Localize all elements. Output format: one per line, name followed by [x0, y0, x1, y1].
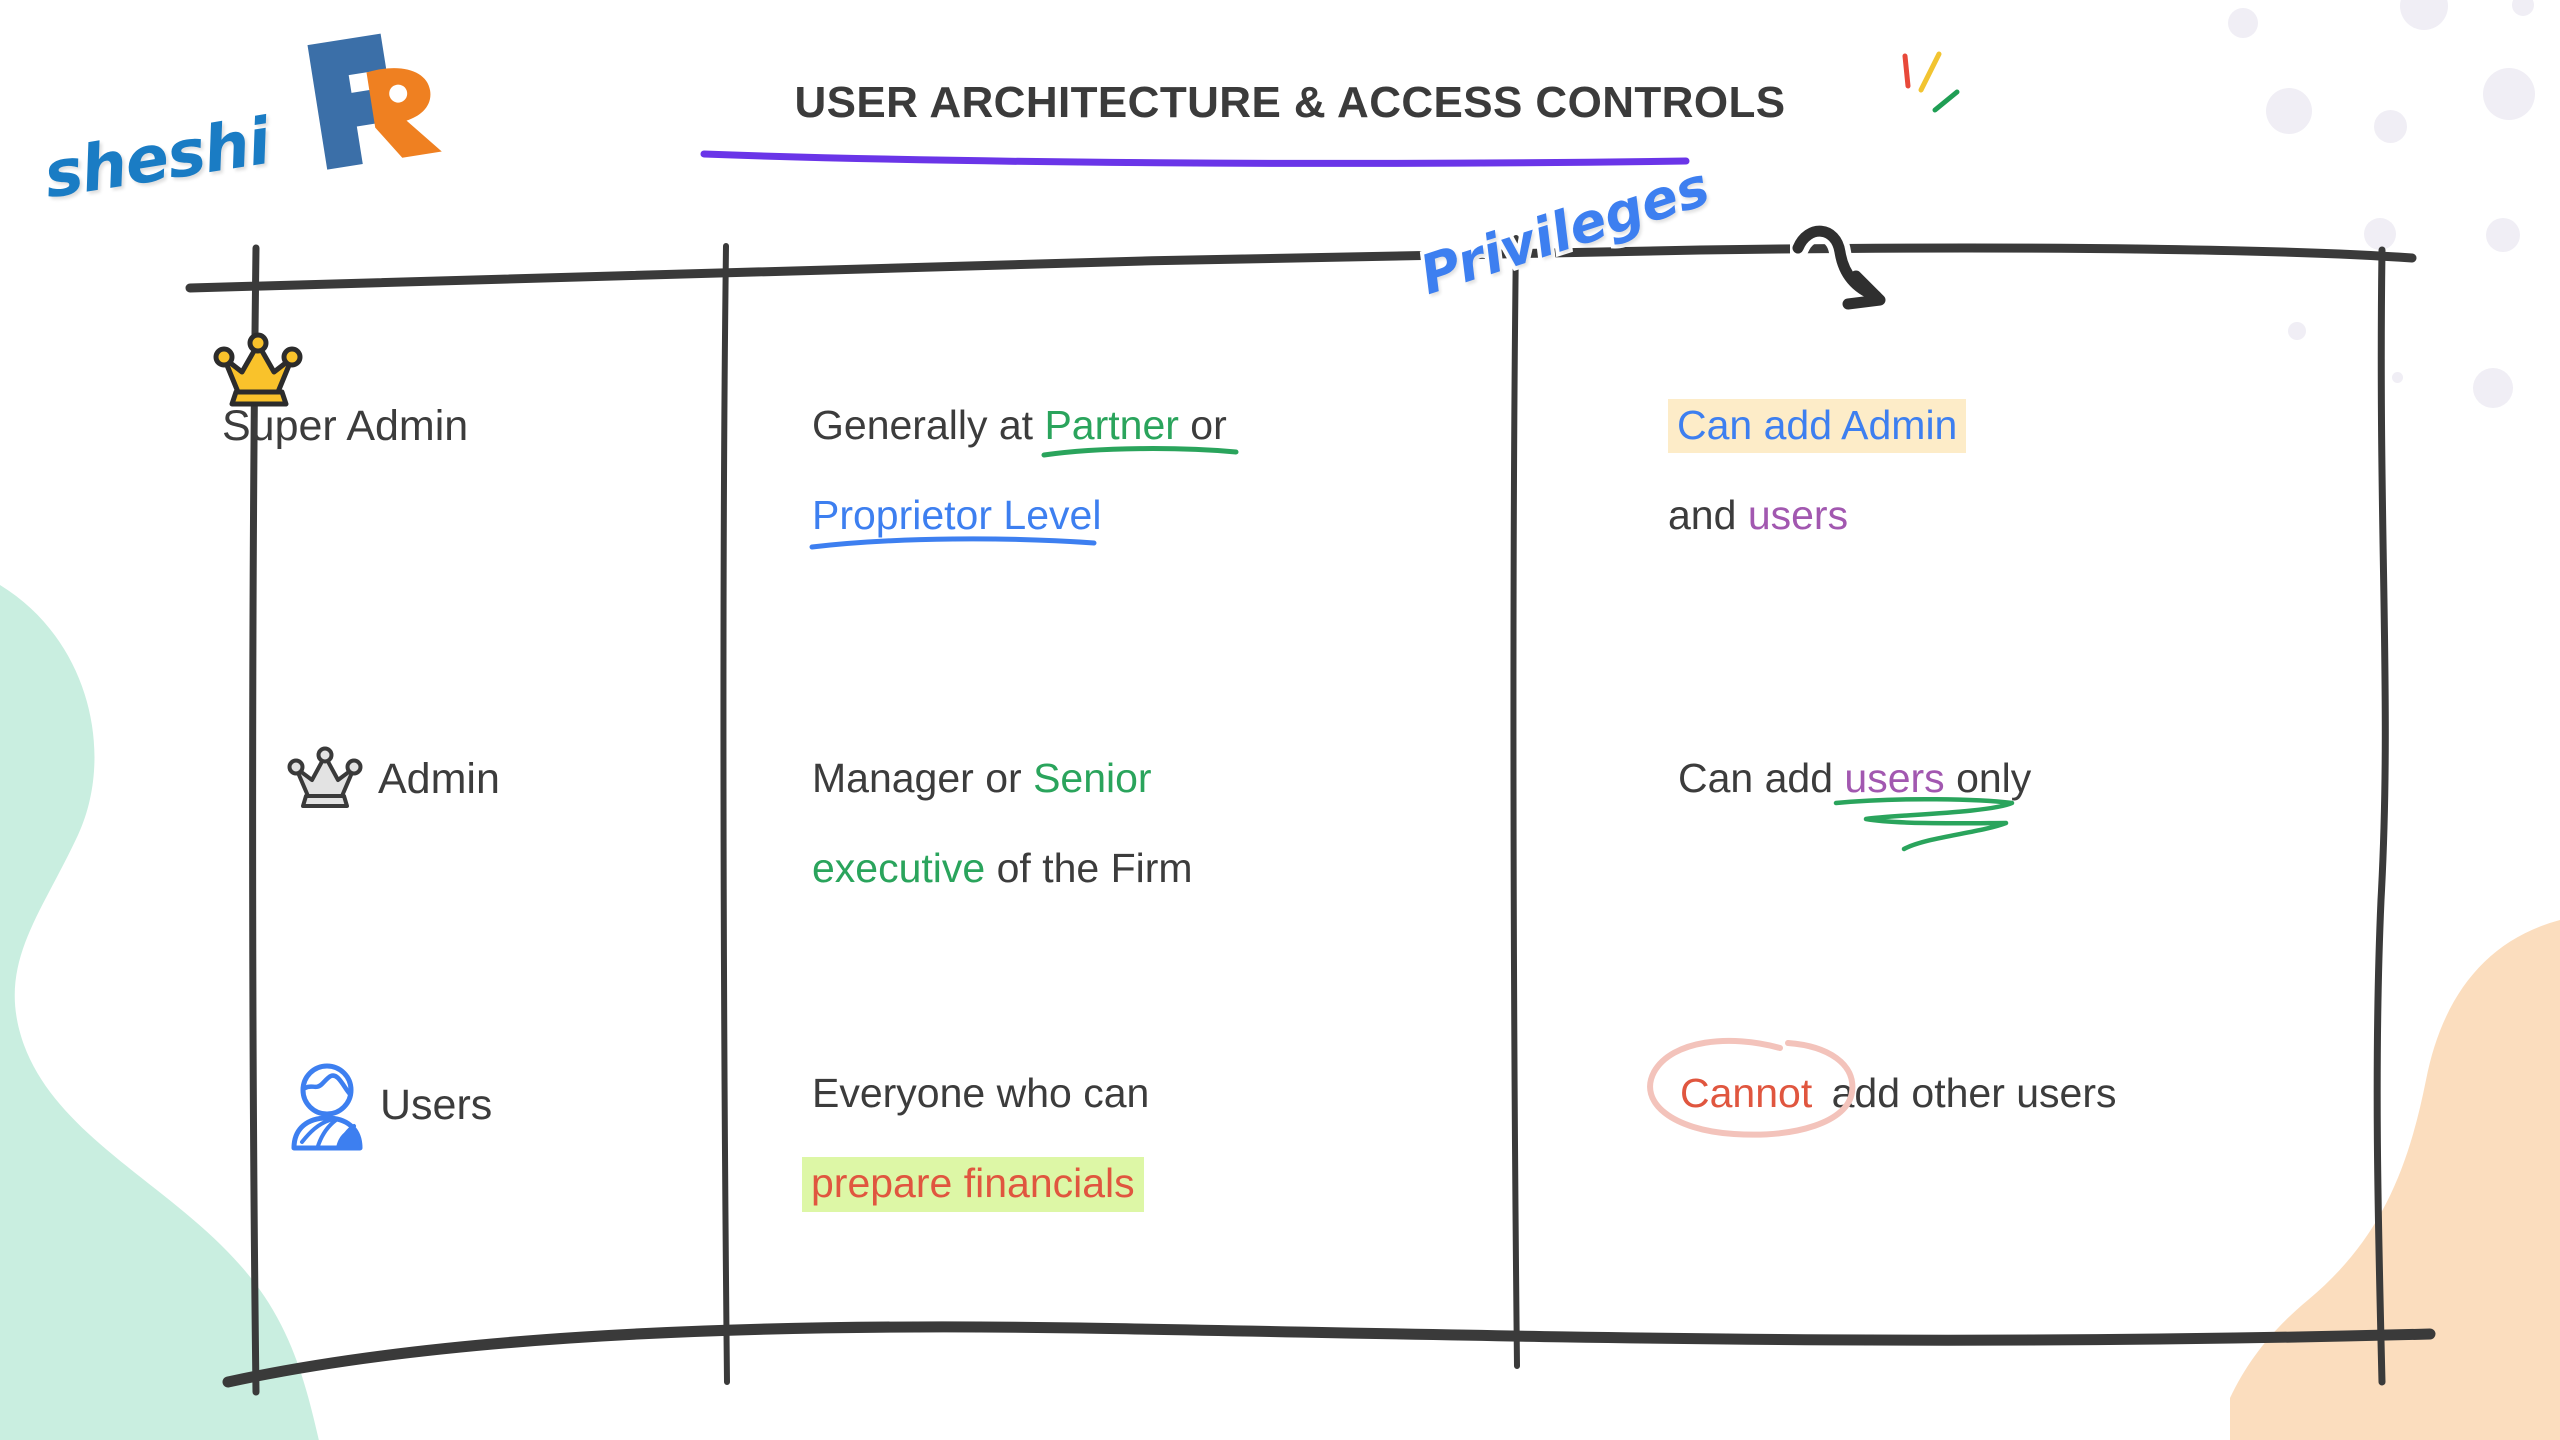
- privileges-annotation-label: Privileges: [1409, 151, 1721, 311]
- decor-dot: [2486, 218, 2520, 252]
- privileges-line-2: and users: [1668, 492, 1849, 539]
- silver-crown-icon: [287, 746, 363, 808]
- privileges-admin: Can add users only: [1678, 745, 2378, 852]
- description-line-2: Proprietor Level: [809, 482, 1472, 550]
- role-name-users: Users: [380, 1081, 493, 1130]
- decor-dot: [2288, 322, 2306, 340]
- decor-dot: [2392, 372, 2403, 383]
- privileges-line-1: Cannot add other users: [1647, 1037, 2432, 1138]
- role-name-super-admin: Super Admin: [222, 402, 469, 450]
- table-row: Users: [288, 1060, 728, 1152]
- description-line-2: prepare financials: [802, 1150, 1432, 1216]
- description-admin: Manager or Senior executive of the Firm: [812, 745, 1492, 902]
- scribble-underline-users: [1834, 796, 2015, 852]
- gold-crown-icon: [213, 332, 303, 407]
- decor-dot: [2400, 0, 2448, 30]
- page-title: USER ARCHITECTURE & ACCESS CONTROLS: [794, 78, 1786, 127]
- title-underline: [700, 150, 1690, 167]
- description-line-1: Manager or Senior: [812, 755, 1152, 801]
- description-super-admin: Generally at Partner or Proprietor Level: [809, 392, 1472, 550]
- privileges-super-admin: Can add Admin and users: [1668, 392, 2348, 549]
- description-line-1: Everyone who can: [812, 1070, 1150, 1116]
- description-users: Everyone who can prepare financials: [802, 1060, 1432, 1217]
- privileges-users: Cannot add other users: [1647, 1037, 2432, 1138]
- decor-dot: [2266, 88, 2312, 134]
- role-name-admin: Admin: [378, 755, 500, 803]
- decor-dot: [2473, 368, 2513, 408]
- table-row: Admin: [286, 745, 706, 815]
- title-block: USER ARCHITECTURE & ACCESS CONTROLS: [640, 78, 1940, 128]
- decor-dot: [2228, 8, 2258, 38]
- decor-dot: [2483, 68, 2535, 120]
- table-row: Super Admin: [213, 332, 702, 462]
- decor-dot: [2512, 0, 2534, 16]
- brand-logo-mark-fr-icon: [299, 25, 450, 178]
- brand-logo: sheshi: [17, 0, 473, 262]
- privileges-line-1: Can add Admin: [1668, 392, 2348, 458]
- decor-dot: [2374, 110, 2407, 143]
- curved-arrow-icon: [1790, 220, 1893, 317]
- teal-blob-shape: [0, 585, 319, 1440]
- description-line-2: executive of the Firm: [812, 845, 1193, 892]
- title-sparkle-icon: [1902, 51, 1960, 113]
- decor-dot: [2364, 218, 2396, 250]
- peach-blob-shape: [2230, 920, 2560, 1440]
- privileges-line-1: Can add users only: [1678, 745, 2378, 852]
- brand-logo-text: sheshi: [36, 101, 278, 217]
- description-line-1: Generally at Partner or: [812, 392, 1472, 458]
- user-avatar-icon: [291, 1063, 363, 1151]
